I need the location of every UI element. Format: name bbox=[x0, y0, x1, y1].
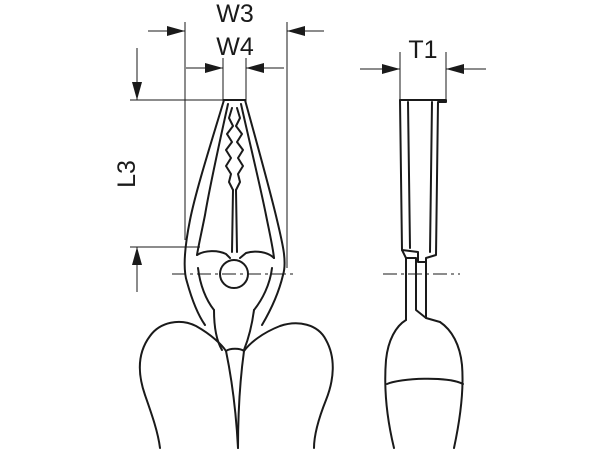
side-inner-right bbox=[429, 101, 433, 253]
handle-center-gap bbox=[225, 347, 245, 352]
t1-arrow-left bbox=[382, 64, 400, 74]
w4-label: W4 bbox=[216, 33, 254, 61]
left-jaw-outline bbox=[183, 99, 225, 326]
w4-arrow-right bbox=[246, 63, 264, 73]
t1-arrow-right bbox=[446, 64, 464, 74]
right-handle-throat bbox=[243, 309, 255, 351]
w3-arrow-left bbox=[167, 26, 185, 36]
side-body-left bbox=[399, 99, 407, 321]
side-body-outline bbox=[399, 99, 447, 323]
l3-arrow-top bbox=[132, 82, 142, 100]
w3-label: W3 bbox=[216, 0, 254, 28]
right-jaw-inner bbox=[240, 103, 275, 259]
neck-line-right bbox=[235, 189, 238, 253]
side-handle-band bbox=[386, 377, 464, 385]
left-handle-grip bbox=[138, 320, 239, 449]
serrated-grip-left bbox=[225, 107, 234, 191]
w4-arrow-left bbox=[205, 63, 223, 73]
front-view: W3 W4 L3 bbox=[113, 0, 334, 449]
neck-line-left bbox=[231, 189, 234, 253]
w3-arrow-right bbox=[287, 26, 305, 36]
joint-lower-edge bbox=[197, 267, 273, 311]
joint-body bbox=[196, 250, 275, 259]
side-handle-grip bbox=[384, 319, 464, 449]
side-inner-left bbox=[407, 101, 411, 249]
left-jaw-inner bbox=[196, 103, 229, 256]
t1-label: T1 bbox=[408, 36, 437, 64]
l3-arrow-bottom bbox=[132, 247, 142, 265]
right-jaw-outline bbox=[244, 99, 286, 326]
l3-label: L3 bbox=[113, 160, 141, 188]
serrated-grip-right bbox=[235, 107, 244, 191]
side-view: T1 bbox=[360, 36, 486, 449]
side-joint-steps bbox=[401, 249, 427, 319]
right-handle-grip bbox=[237, 322, 334, 449]
pivot-rivet-icon bbox=[219, 259, 249, 289]
left-handle-throat bbox=[213, 309, 223, 351]
